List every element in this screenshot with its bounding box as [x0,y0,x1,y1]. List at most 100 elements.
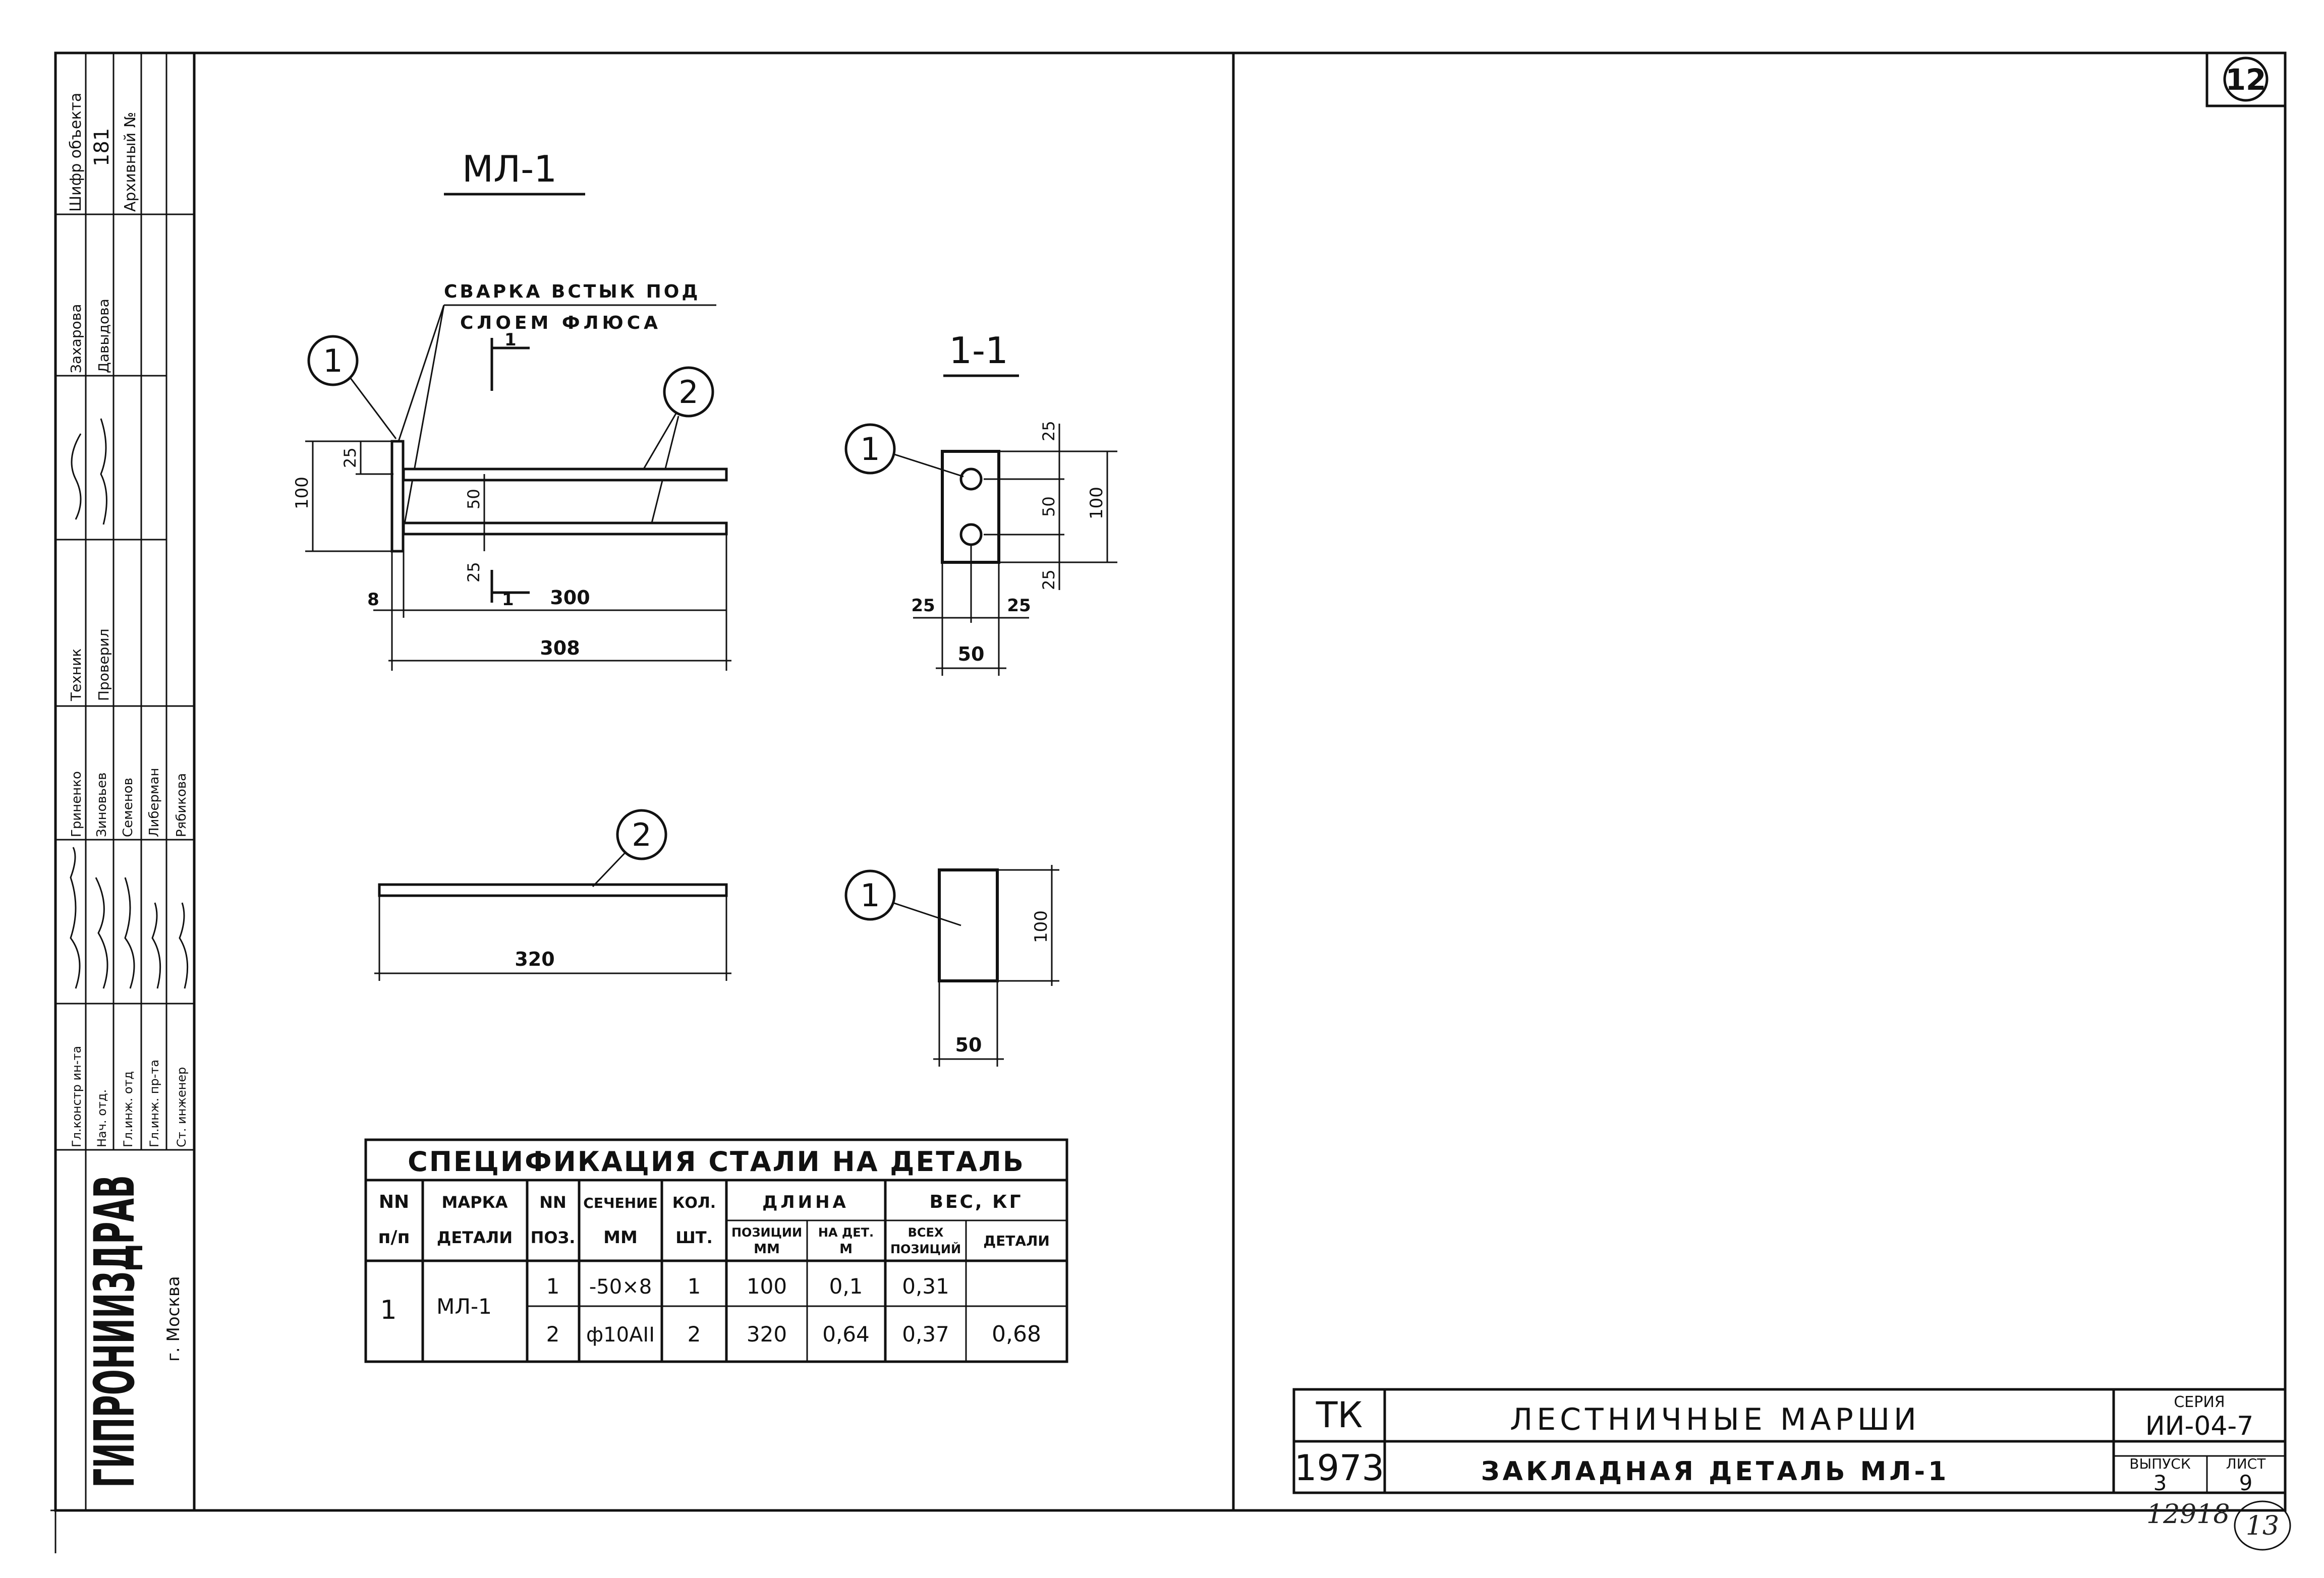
name-zakharova: Захарова [68,304,84,373]
role-chief-engineer-dept: Гл.инж. отд [121,1071,135,1147]
svg-text:100: 100 [747,1274,787,1299]
section-callout-1 [844,423,896,475]
title-name-line2: ЗАКЛАДНАЯ ДЕТАЛЬ МЛ-1 [1481,1456,1950,1487]
name-grinenko: Гриненко [69,771,84,837]
svg-text:ПОЗИЦИИ: ПОЗИЦИИ [731,1225,802,1240]
svg-text:1: 1 [860,877,880,914]
plate-detail [938,868,999,982]
callout-1 [307,335,359,386]
weld-note-line1: СВАРКА ВСТЫК ПОД [444,281,700,302]
signature-5 [124,877,135,989]
spec-table: СПЕЦИФИКАЦИЯ СТАЛИ НА ДЕТАЛЬ NN п/п МАРК… [364,1138,1068,1363]
role-senior-engineer: Ст. инженер [175,1067,189,1147]
weld-note-line2: СЛОЕМ ФЛЮСА [460,313,661,333]
view-title-ml1: МЛ-1 [462,148,557,190]
organization-name: ГИПРОНИИЗДРАВ [82,1175,147,1488]
svg-text:0,64: 0,64 [822,1322,870,1347]
organization-city: г. Москва [163,1276,184,1362]
svg-text:1: 1 [323,342,343,379]
section-title: 1-1 [949,329,1008,372]
svg-text:М: М [839,1242,853,1257]
view-main: МЛ-1 СВАРКА ВСТЫК ПОД СЛОЕМ ФЛЮСА 1 2 1 … [292,148,731,671]
signature-4 [95,877,108,989]
role-chief-engineer-project: Гл.инж. пр-та [147,1060,161,1147]
spec-row-2: 2 ф10АII 2 320 0,64 0,37 [546,1322,949,1347]
dim-bar-projection: 300 [550,587,590,609]
view-section-1-1: 1-1 1 25 50 25 100 25 25 50 [844,329,1117,676]
object-code: 181 [90,128,114,166]
bar-top [402,467,728,482]
title-year: 1973 [1294,1447,1384,1489]
bar-callout-2 [616,809,667,860]
sheet-number: 12 [2226,63,2266,97]
svg-text:NN: NN [539,1193,566,1212]
svg-text:2: 2 [632,816,651,853]
svg-text:ШТ.: ШТ. [675,1228,713,1247]
title-issue: 3 [2153,1471,2167,1495]
archive-code: 12918 [2146,1499,2230,1530]
svg-text:0,37: 0,37 [902,1322,949,1347]
sec-dim-left: 25 [911,596,935,616]
sec-dim-height: 100 [1087,487,1107,519]
svg-text:ДЕТАЛИ: ДЕТАЛИ [983,1233,1050,1249]
svg-text:ВЕС, КГ: ВЕС, КГ [929,1192,1023,1212]
signature-6 [151,902,161,989]
svg-text:1: 1 [860,431,880,467]
view-bar-detail: 2 320 [374,809,731,981]
svg-text:п/п: п/п [378,1227,410,1248]
dim-edge-bottom: 25 [464,562,483,582]
role-checked: Проверил [95,628,112,701]
svg-text:ВЫПУСК: ВЫПУСК [2129,1455,2191,1472]
svg-text:ДЕТАЛИ: ДЕТАЛИ [437,1228,513,1247]
signature-3 [70,847,81,989]
svg-text:1: 1 [502,590,514,610]
archive-stamp: 12918 13 [2146,1499,2291,1551]
dim-between-bars: 50 [464,489,483,509]
svg-text:2: 2 [546,1322,560,1347]
sheet-number-mark: 12 [2205,51,2287,107]
svg-text:NN: NN [379,1192,409,1212]
svg-text:НА ДЕТ.: НА ДЕТ. [818,1225,874,1240]
bar-detail [378,883,728,897]
svg-text:МАРКА: МАРКА [442,1193,508,1212]
spec-detail-no: 1 [380,1295,396,1325]
plate-dim-height: 100 [1031,910,1051,943]
dim-edge-top: 25 [341,447,360,468]
title-block: ТК 1973 ЛЕСТНИЧНЫЕ МАРШИ ЗАКЛАДНАЯ ДЕТАЛ… [1292,1388,2287,1495]
spec-row-1: 1 -50×8 1 100 0,1 0,31 [546,1274,949,1299]
svg-text:320: 320 [747,1322,787,1347]
plate-side-view [390,440,405,553]
svg-text:ф10АII: ф10АII [586,1323,655,1347]
view-plate-detail: 1 100 50 [844,865,1059,1067]
spec-weight-detail: 0,68 [992,1321,1041,1347]
title-name-line1: ЛЕСТНИЧНЫЕ МАРШИ [1510,1402,1920,1437]
name-zinoviev: Зиновьев [94,773,109,837]
svg-text:1: 1 [546,1274,560,1299]
sec-dim-top: 25 [1039,421,1058,441]
svg-text:КОЛ.: КОЛ. [672,1194,716,1212]
dim-plate-thick: 8 [367,590,379,610]
sheet-number-alt: 13 [2246,1511,2279,1541]
sec-dim-mid: 50 [1039,496,1058,517]
sheet-frame [50,51,2287,1553]
name-ryabikova: Рябикова [174,773,189,837]
plate-callout-1 [844,869,896,921]
signature-1 [71,433,82,520]
svg-text:1: 1 [688,1274,701,1299]
side-stamp: Шифр объекта 181 Архивный № Захарова Дав… [55,53,194,1510]
name-davydova: Давыдова [95,299,112,373]
name-liberman: Либерман [147,768,162,837]
role-technician: Техник [68,649,84,702]
sec-dim-bottom: 25 [1039,569,1058,590]
svg-text:СЕЧЕНИЕ: СЕЧЕНИЕ [583,1195,657,1211]
svg-text:ЛИСТ: ЛИСТ [2226,1455,2266,1472]
svg-text:ДЛИНА: ДЛИНА [762,1192,849,1212]
sec-dim-width: 50 [958,643,985,665]
title-series: ИИ-04-7 [2145,1411,2254,1441]
title-sheet: 9 [2239,1471,2253,1495]
svg-text:0,1: 0,1 [829,1274,863,1299]
role-dept-head: Нач. отд. [95,1089,109,1147]
signature-2 [100,418,107,525]
svg-text:0,31: 0,31 [902,1274,949,1299]
